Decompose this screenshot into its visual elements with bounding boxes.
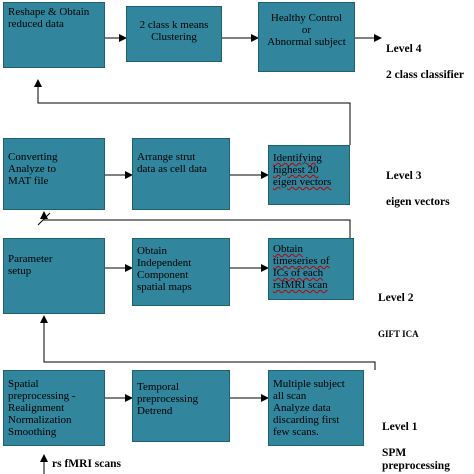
connector-break-mark (37, 212, 51, 226)
box-multiple-subject: Multiple subject all scan Analyze data d… (268, 370, 364, 446)
level3-subtitle: eigen vectors (386, 196, 450, 208)
level4-title: Level 4 (386, 43, 422, 55)
level2-subtitle: GIFT ICA (378, 329, 419, 339)
box-obtain-timeseries: Obtain timeseries of ICs of each rsfMRI … (268, 238, 354, 300)
level3-label: Level 3 eigen vectors (386, 157, 450, 209)
box-parameter-setup: Parameter setup (3, 238, 105, 314)
box-temporal-preprocessing: Temporal preprocessing Detrend (132, 370, 230, 442)
level1-subtitle: SPM preprocessing (382, 447, 450, 472)
level4-subtitle: 2 class classifier (386, 69, 464, 81)
box-arrange-strut: Arrange strut data as cell data (132, 138, 230, 210)
level2-title: Level 2 (378, 292, 414, 304)
level2-label: Level 2 GIFT ICA (378, 270, 419, 342)
connector-l3-to-l4 (34, 79, 351, 145)
box-identify-eigen: Identifying highest 20 eigen vectors (268, 145, 350, 205)
level3-title: Level 3 (386, 170, 422, 182)
box-classification-result: Healthy Control or Abnormal subject (258, 2, 355, 72)
level4-label: Level 4 2 class classifier (386, 30, 464, 82)
connector-l1-to-l2 (40, 315, 376, 370)
connector-l2-to-l3 (40, 211, 351, 238)
box-kmeans-clustering: 2 class k means Clustering (126, 6, 222, 62)
level1-title: Level 1 (382, 421, 418, 433)
box-reshape-reduce: Reshape & Obtain reduced data (3, 2, 105, 68)
box-spatial-preprocessing: Spatial preprocessing - Realignment Norm… (3, 370, 105, 446)
box-obtain-ic-maps: Obtain Independent Component spatial map… (132, 238, 230, 306)
box-convert-analyze: Converting Analyze to MAT file (3, 138, 105, 210)
input-label-rsfmri: rs fMRI scans (52, 458, 121, 470)
level1-label: Level 1 SPM preprocessing (382, 408, 474, 473)
